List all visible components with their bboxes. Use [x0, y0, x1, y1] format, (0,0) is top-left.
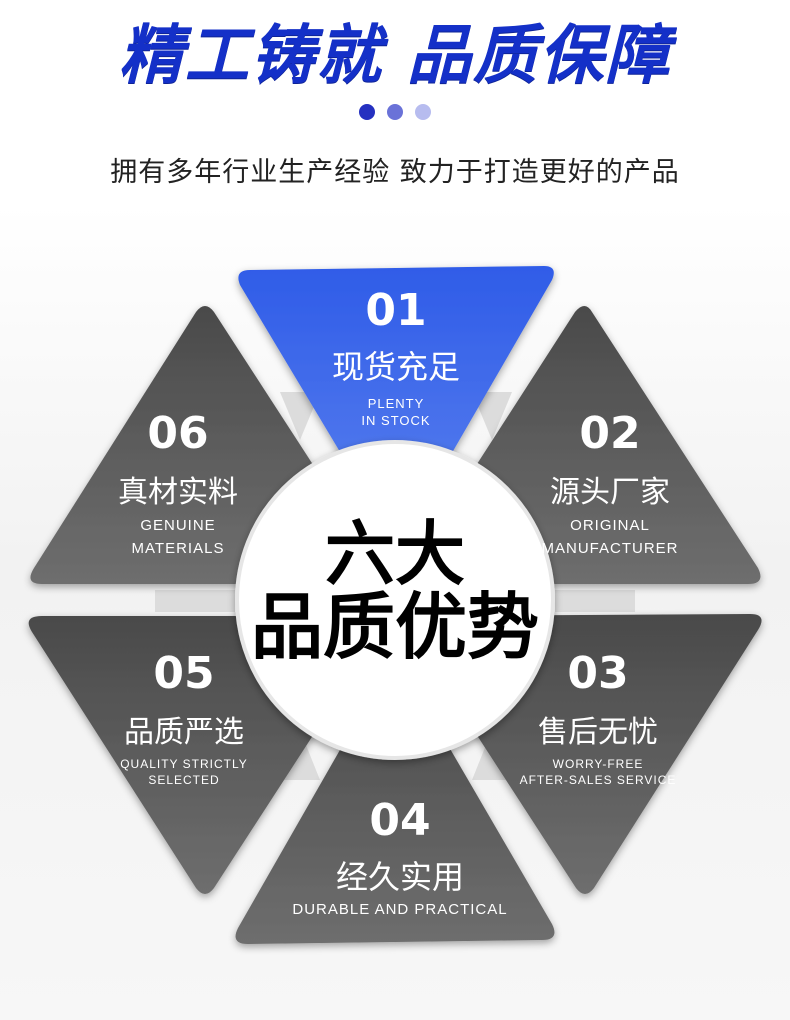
headline: 精工铸就 品质保障 [118, 19, 672, 93]
panel-06-english-2: MATERIALS [132, 540, 225, 557]
dot-1 [359, 104, 375, 120]
panel-01-english-2: IN STOCK [361, 413, 430, 428]
dot-3 [415, 104, 431, 120]
panel-04-english-1: DURABLE AND PRACTICAL [292, 901, 507, 918]
panel-06-english-1: GENUINE [140, 517, 215, 534]
panel-02-title: 源头厂家 [550, 475, 670, 510]
panel-02-english-2: MANUFACTURER [541, 540, 678, 557]
panel-05-title: 品质严选 [124, 715, 244, 750]
decorative-dots [0, 104, 790, 124]
panel-01-number: 01 [365, 285, 426, 336]
panel-03-number: 03 [567, 648, 628, 699]
panel-04-title: 经久实用 [336, 858, 464, 896]
panel-02-number: 02 [579, 408, 640, 459]
panel-01-shape [238, 266, 554, 534]
center-line-1: 六大 [325, 513, 465, 595]
panel-06-number: 06 [147, 408, 208, 459]
center-line-2: 品质优势 [251, 585, 539, 669]
wedge-left [155, 590, 235, 612]
panel-01-english-1: PLENTY [368, 396, 425, 411]
wedge-right [555, 590, 635, 612]
wedge-top-right [472, 392, 512, 440]
dot-2 [387, 104, 403, 120]
panel-labels: 01 现货充足 PLENTY IN STOCK 02 源头厂家 ORIGINAL MANUFA… [118, 285, 678, 918]
panel-03-english-1: WORRY-FREE [553, 757, 644, 771]
panel-02-english-1: ORIGINAL [570, 517, 650, 534]
subtitle: 拥有多年行业生产经验 致力于打造更好的产品 [110, 157, 680, 188]
panel-06-title: 真材实料 [118, 475, 238, 510]
panel-05-number: 05 [153, 648, 214, 699]
panel-03-english-2: AFTER-SALES SERVICE [520, 773, 677, 787]
panel-05-english-1: QUALITY STRICTLY [120, 757, 248, 771]
center-circle [235, 440, 555, 760]
panel-04-shape [235, 668, 555, 944]
panel-05-english-2: SELECTED [148, 773, 219, 787]
panel-03-title: 售后无忧 [538, 715, 658, 750]
panel-01-title: 现货充足 [332, 348, 460, 386]
panel-04-number: 04 [369, 795, 430, 846]
wedge-top-left [280, 392, 320, 440]
